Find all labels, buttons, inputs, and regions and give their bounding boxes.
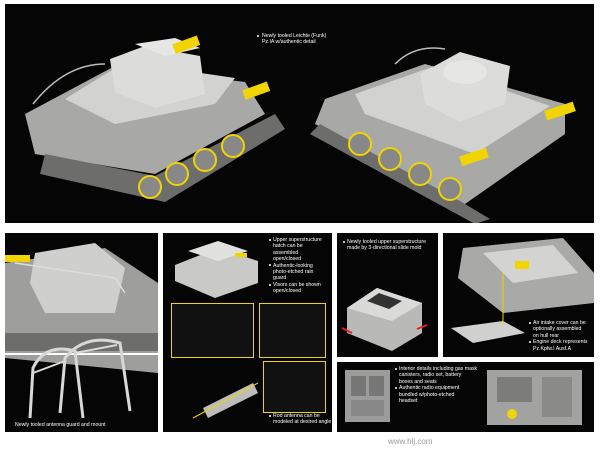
engine-caption-4: Engine deck represents bbox=[533, 339, 588, 346]
slide-mold-caption: Newly tooled upper superstructure made b… bbox=[347, 239, 426, 252]
top-caption-line2: Pz.IA w/authentic detail bbox=[262, 39, 316, 46]
superstructure-details-panel: Upper superstructure hatch can be assemb… bbox=[163, 233, 332, 432]
antenna-guard-caption: Newly tooled antenna guard and mount bbox=[15, 422, 106, 428]
tank-renders bbox=[25, 35, 576, 223]
interior-panel: Interior details including gas mask cani… bbox=[337, 362, 594, 432]
bullet-1b: hatch can be bbox=[273, 243, 303, 250]
bullet-1d: open/closed bbox=[273, 256, 301, 263]
bullet-2b: photo-etched rain bbox=[273, 269, 314, 276]
interior-caption-4: Authentic radio equipment bbox=[399, 385, 460, 392]
bullet-1a: Upper superstructure bbox=[273, 237, 322, 243]
tank-render-rear bbox=[310, 47, 576, 223]
hatch-detail-box bbox=[171, 303, 254, 358]
engine-caption-2: optionally assembled bbox=[533, 326, 582, 333]
interior-caption: Interior details including gas mask cani… bbox=[399, 366, 477, 404]
watermark: www.hlj.com bbox=[388, 437, 433, 446]
interior-caption-6: headset bbox=[399, 398, 418, 405]
antenna-detail-box bbox=[263, 361, 326, 413]
antenna-guard-render bbox=[5, 243, 158, 419]
bullet-2a: Authentic-looking bbox=[273, 262, 313, 269]
bullet-1c: assembled bbox=[273, 249, 299, 256]
top-caption: Newly tooled Leichte (Funk) Pz.IA w/auth… bbox=[262, 33, 326, 46]
interior-caption-1: Interior details including gas mask bbox=[399, 366, 478, 372]
slide-mold-panel: Newly tooled upper superstructure made b… bbox=[337, 233, 438, 357]
engine-caption-3: on hull rear bbox=[533, 332, 559, 339]
engine-deck-render bbox=[451, 238, 594, 343]
interior-caption-3: boxes and seats bbox=[399, 378, 437, 385]
tank-render-front bbox=[25, 35, 285, 202]
hero-panel: Newly tooled Leichte (Funk) Pz.IA w/auth… bbox=[5, 4, 594, 223]
antenna-caption: Rod antenna can be modeled at desired an… bbox=[273, 413, 331, 426]
bullet-3b: open/closed bbox=[273, 288, 301, 295]
engine-deck-caption: Air intake cover can be optionally assem… bbox=[533, 320, 588, 352]
antenna-caption-2: modeled at desired angle bbox=[273, 419, 332, 426]
antenna-guard-panel: Newly tooled antenna guard and mount bbox=[5, 233, 158, 432]
interior-caption-2: canisters, radio set, battery bbox=[399, 372, 462, 379]
interior-render bbox=[345, 370, 582, 425]
slide-mold-caption-1: Newly tooled upper superstructure bbox=[347, 239, 427, 245]
rain-guard-detail-box bbox=[259, 303, 326, 358]
top-caption-line1: Newly tooled Leichte (Funk) bbox=[262, 33, 327, 39]
engine-caption-1: Air intake cover can be bbox=[533, 320, 586, 326]
superstructure-bullets: Upper superstructure hatch can be assemb… bbox=[273, 237, 322, 295]
engine-deck-panel: Air intake cover can be optionally assem… bbox=[443, 233, 594, 357]
engine-caption-5: Pz.Kpfw.I Ausf.A bbox=[533, 345, 572, 352]
superstructure-mold-render bbox=[341, 288, 428, 351]
slide-mold-caption-2: made by 3-directional slide mold bbox=[347, 245, 422, 252]
bullet-2c: guard bbox=[273, 275, 287, 282]
bullet-3a: Visors can be shown bbox=[273, 281, 321, 288]
antenna-caption-1: Rod antenna can be bbox=[273, 413, 320, 419]
hatch-render bbox=[175, 241, 259, 419]
interior-caption-5: bundled w/photo-etched bbox=[399, 391, 455, 398]
